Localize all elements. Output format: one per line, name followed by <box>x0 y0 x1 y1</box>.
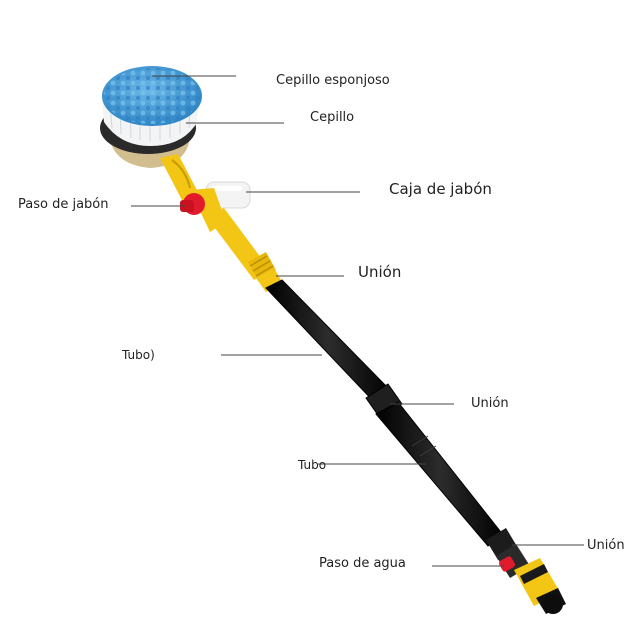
label-tubo-2: Tubo <box>298 458 327 472</box>
label-tubo-1: Tubo) <box>122 348 155 362</box>
yellow-handle <box>206 208 282 292</box>
black-tube <box>265 279 505 547</box>
water-valve-red-knob <box>499 556 515 572</box>
label-union-3: Unión <box>587 538 625 553</box>
label-paso-de-agua: Paso de agua <box>319 556 406 571</box>
label-union-2: Unión <box>471 396 509 411</box>
label-caja-de-jabon: Caja de jabón <box>389 180 492 198</box>
label-cepillo-esponjoso: Cepillo esponjoso <box>276 73 390 88</box>
label-cepillo: Cepillo <box>310 110 355 125</box>
yellow-neck <box>160 154 200 204</box>
label-paso-de-jabon: Paso de jabón <box>18 197 109 212</box>
brush-head <box>100 66 202 168</box>
sponge-texture <box>104 68 200 124</box>
tube-bottom-end <box>486 528 566 614</box>
leader-lines <box>131 75 584 567</box>
label-union-1: Unión <box>358 263 402 281</box>
